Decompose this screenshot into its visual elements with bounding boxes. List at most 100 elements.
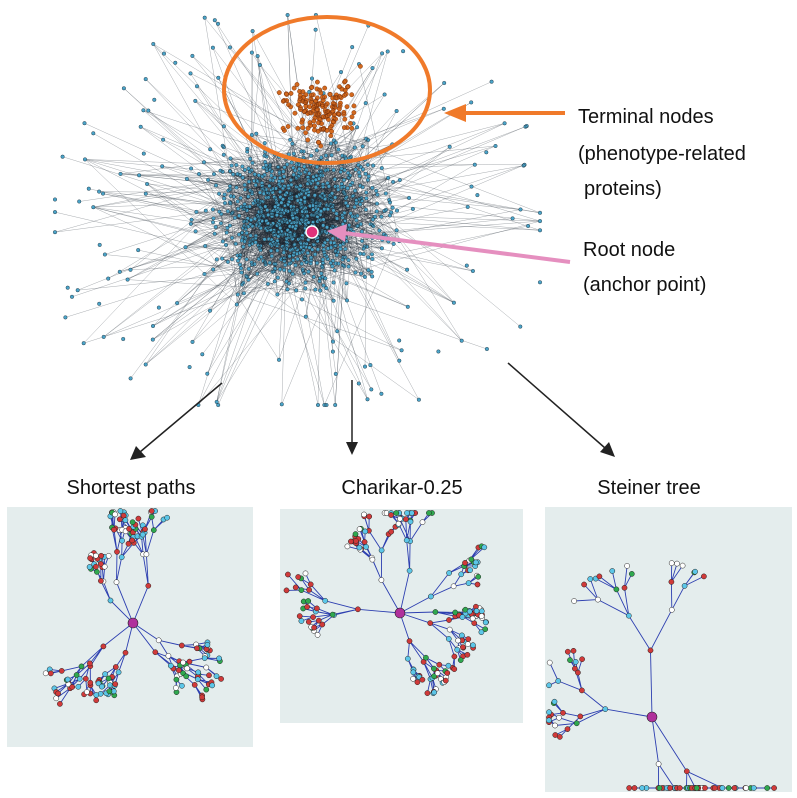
tree-node [579, 656, 585, 663]
tree-node [573, 720, 580, 727]
tree-node [296, 613, 303, 619]
terminal-nodes-cluster [276, 63, 363, 149]
tree-node [446, 626, 453, 633]
tree-node [458, 571, 465, 578]
tree-node [116, 516, 123, 523]
tree-node [474, 581, 481, 588]
panel-title-charikar: Charikar-0.25 [341, 477, 462, 499]
tree-node [218, 676, 224, 682]
tree-node [179, 682, 185, 689]
tree-node [674, 560, 680, 567]
tree-node [419, 676, 426, 683]
terminal-label-line1: Terminal nodes [578, 106, 714, 128]
tree-node [446, 617, 452, 623]
tree-node [701, 573, 707, 580]
tree-node [481, 544, 488, 551]
tree-node [363, 544, 369, 550]
tree-node [213, 673, 220, 680]
node-bundle [53, 13, 543, 407]
tree-node [298, 587, 305, 593]
tree-node [113, 579, 120, 586]
tree-root-node [394, 607, 406, 619]
tree-node [595, 596, 601, 603]
tree-node [135, 515, 142, 522]
tree-node [564, 648, 571, 655]
tree-node [457, 657, 464, 663]
tree-node [406, 567, 413, 574]
tree-node [681, 583, 688, 589]
tree-node [556, 714, 562, 721]
tree-node [285, 571, 291, 578]
root-node [305, 225, 319, 239]
panel-background [545, 507, 792, 792]
tree-node [572, 665, 578, 672]
tree-node [106, 688, 113, 695]
tree-node [86, 564, 93, 570]
tree-node [546, 717, 552, 724]
tree-node [628, 571, 635, 577]
tree-node [173, 676, 180, 683]
tree-node [73, 672, 80, 678]
tree-node [427, 620, 434, 626]
tree-node [298, 618, 305, 624]
tree-node [184, 665, 190, 672]
tree-node [148, 514, 155, 520]
tree-node [410, 669, 417, 676]
tree-node [167, 662, 174, 669]
tree-node [719, 785, 726, 791]
steiner-tree [546, 560, 777, 791]
tree-node [602, 706, 609, 712]
tree-node [450, 583, 457, 590]
tree-node [310, 614, 316, 620]
tree-node [647, 647, 654, 654]
tree-node [428, 593, 434, 600]
tree-node [87, 555, 93, 561]
tree-node [764, 785, 771, 791]
interactome-network [53, 13, 543, 407]
tree-node [655, 761, 662, 767]
tree-node [53, 695, 60, 702]
tree-node [668, 579, 675, 585]
tree-node [442, 677, 449, 684]
tree-node [115, 669, 122, 676]
tree-node [175, 667, 182, 674]
tree-node [93, 697, 100, 704]
tree-node [454, 646, 461, 653]
tree-node [201, 655, 208, 661]
tree-node [725, 785, 732, 791]
tree-node [451, 653, 458, 660]
tree-node [203, 664, 210, 671]
tree-node [460, 644, 466, 651]
tree-node [555, 678, 562, 684]
tree-node [117, 508, 124, 514]
tree-node [366, 513, 373, 520]
tree-node [613, 586, 620, 593]
tree-node [315, 617, 322, 624]
tree-node [639, 785, 645, 791]
tree-node [771, 785, 777, 791]
tree-node [445, 662, 452, 669]
tree-node [625, 612, 632, 619]
tree-node [87, 679, 94, 686]
tree-node [361, 539, 368, 545]
tree-node [560, 710, 566, 716]
panel-steiner-tree [545, 507, 792, 792]
tree-node [579, 687, 585, 694]
tree-node [93, 563, 99, 570]
tree-node [98, 552, 105, 559]
tree-node [305, 598, 312, 604]
arrow-to-shortest-paths [130, 382, 223, 460]
tree-node [76, 675, 83, 682]
tree-node [423, 654, 429, 661]
tree-node [609, 568, 616, 574]
tree-node [209, 682, 216, 689]
terminal-label-line2: (phenotype-related [578, 143, 746, 165]
tree-node [408, 510, 415, 516]
tree-node [683, 768, 690, 775]
root-label-line2: (anchor point) [583, 274, 706, 296]
tree-node [546, 709, 552, 716]
tree-node [369, 556, 376, 563]
tree-node [676, 785, 683, 791]
tree-node [388, 512, 394, 518]
tree-node [395, 520, 402, 527]
